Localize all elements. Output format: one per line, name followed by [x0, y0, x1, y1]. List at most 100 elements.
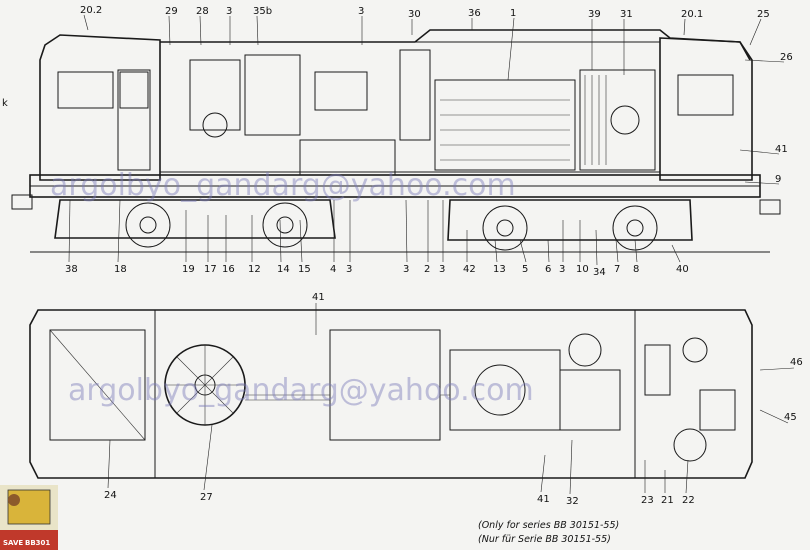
- bogie-2: [447, 199, 693, 241]
- callout-leader-line: [299, 219, 303, 263]
- callout-leader-line: [671, 244, 681, 263]
- logo-figure-head: [8, 494, 20, 506]
- bogie-1-wheel-a: [125, 202, 171, 248]
- bogie-2-axle-b: [626, 219, 644, 237]
- plan-leader-line: [107, 439, 111, 489]
- exhaust-duct: [399, 49, 431, 141]
- callout-leader-line: [199, 15, 202, 46]
- left-cab-door: [117, 69, 151, 171]
- callout-label: 20.2: [80, 5, 102, 16]
- plan-leader-line: [759, 367, 795, 371]
- radiator-fins: [584, 75, 607, 165]
- callout-label: 42: [463, 264, 476, 275]
- callout-leader-line: [168, 15, 171, 46]
- plan-outline: [29, 309, 753, 479]
- callout-label: 6: [545, 264, 551, 275]
- left-cab-door-window: [119, 71, 149, 109]
- callout-label: 30: [408, 9, 421, 20]
- right-buffer: [759, 199, 781, 215]
- plan-leader-line: [759, 409, 789, 424]
- callout-label: 13: [493, 264, 506, 275]
- callout-label: 19: [182, 264, 195, 275]
- callout-label: 3: [439, 264, 445, 275]
- logo-badge: SAVE BB301: [0, 485, 58, 550]
- callout-label: 25: [757, 9, 770, 20]
- callout-label: 4: [330, 264, 336, 275]
- side-elevation: [11, 29, 781, 253]
- callout-label: 7: [614, 264, 620, 275]
- callout-label: 41: [775, 144, 788, 155]
- plan-callout-label: 23: [641, 495, 654, 506]
- callout-leader-line: [507, 17, 515, 81]
- cooling-group: [579, 69, 656, 171]
- plan-battery-box: [559, 369, 621, 431]
- callout-label: 15: [298, 264, 311, 275]
- callout-leader-line: [117, 199, 121, 263]
- callout-label: 34: [593, 267, 606, 278]
- callout-leader-line: [83, 14, 89, 31]
- control-cubicle: [244, 54, 301, 136]
- plan-cab-desk: [699, 389, 736, 431]
- left-cab-window: [57, 71, 114, 109]
- callout-label: 12: [248, 264, 261, 275]
- callout-label: 3: [559, 264, 565, 275]
- callout-leader-line: [279, 219, 282, 263]
- plan-callout-label: 21: [661, 495, 674, 506]
- engine-cylinders: [440, 99, 570, 161]
- callout-label: 3: [226, 6, 232, 17]
- callout-leader-line: [744, 181, 780, 185]
- plan-callout-label: 24: [104, 490, 117, 501]
- bogie-1-axle-b: [276, 216, 294, 234]
- bogie-1-axle-a: [139, 216, 157, 234]
- plan-leader-line: [203, 424, 213, 491]
- callout-leader-line: [256, 15, 259, 46]
- callout-label: 5: [522, 264, 528, 275]
- callout-label: 38: [65, 264, 78, 275]
- callout-label: 14: [277, 264, 290, 275]
- callout-label: 39: [588, 9, 601, 20]
- callout-label: 26: [780, 52, 793, 63]
- note-german: (Nur für Serie BB 30151-55): [478, 534, 611, 545]
- cooling-fan: [610, 105, 640, 135]
- callout-label: 18: [114, 264, 127, 275]
- callout-leader-line: [68, 199, 71, 263]
- right-cab: [659, 37, 753, 181]
- plan-callout-label: 41: [312, 292, 325, 303]
- plan-engine-flywheel: [474, 364, 526, 416]
- plan-callout-label: 27: [200, 492, 213, 503]
- logo-badge-id: BB301: [25, 539, 50, 547]
- cab-floor-panel: [49, 329, 146, 441]
- callout-leader-line: [749, 18, 762, 46]
- left-cab: [39, 34, 161, 181]
- callout-leader-line: [739, 149, 780, 155]
- side-window: [314, 71, 368, 111]
- plan-callout-label: 45: [784, 412, 797, 423]
- plan-callout-label: 41: [537, 494, 550, 505]
- traction-motor-blower: [202, 112, 228, 138]
- diesel-engine: [434, 79, 576, 171]
- plan-cab-seat-b: [673, 428, 707, 462]
- callout-label: 3: [346, 264, 352, 275]
- cab-floor-diag-1: [49, 329, 146, 441]
- logo-banner: [0, 530, 58, 550]
- bogie-1-wheel-b: [262, 202, 308, 248]
- bogie-1: [54, 199, 336, 239]
- right-cab-window: [677, 74, 734, 116]
- callout-leader-line: [683, 18, 686, 36]
- logo-badge-text: SAVE: [3, 539, 23, 547]
- callout-leader-line: [634, 239, 638, 263]
- callout-leader-line: [494, 239, 498, 263]
- callout-label: 31: [620, 9, 633, 20]
- left-buffer: [11, 194, 33, 210]
- bogie-2-wheel-a: [482, 205, 528, 251]
- plan-cab-seat-a: [682, 337, 708, 363]
- callout-label: 16: [222, 264, 235, 275]
- callout-label: 20.1: [681, 9, 703, 20]
- callout-label: 2: [424, 264, 430, 275]
- callout-label: 1: [510, 8, 516, 19]
- callout-leader-line: [595, 229, 598, 266]
- callout-leader-line: [405, 199, 408, 263]
